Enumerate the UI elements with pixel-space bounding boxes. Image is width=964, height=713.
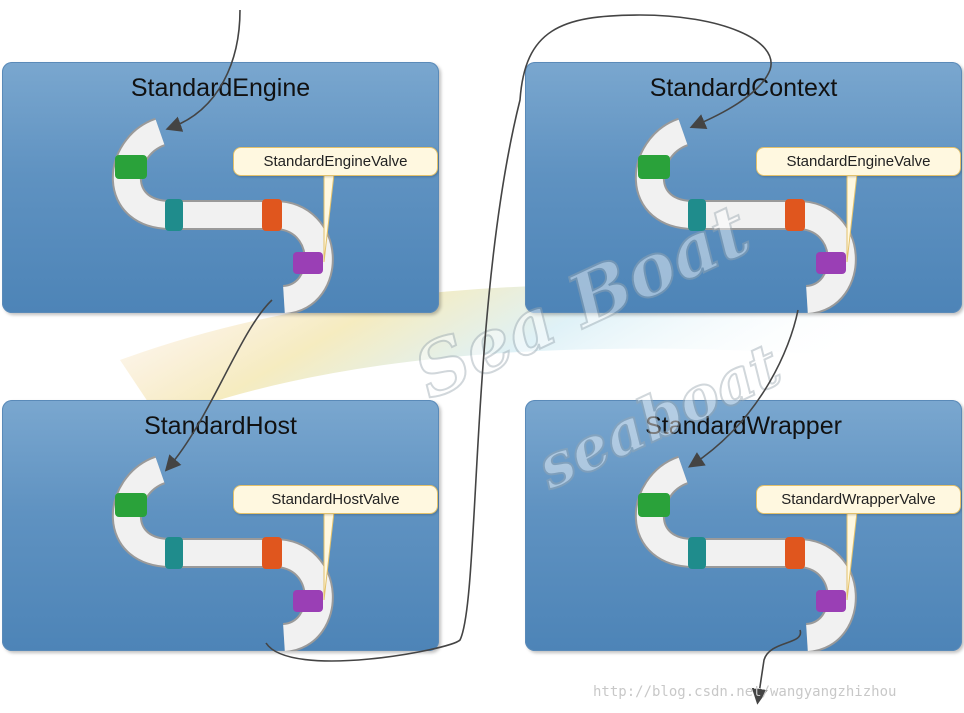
pipeline-graphic: [111, 455, 335, 651]
valve-band-green: [638, 493, 670, 517]
valve-band-purple: [816, 252, 846, 274]
watermark-url: http://blog.csdn.net/wangyangzhizhou: [593, 684, 897, 700]
pipeline-graphic: [634, 117, 858, 313]
panel-standard-context: StandardContext StandardEngineValve: [525, 62, 962, 313]
valve-band-purple: [293, 252, 323, 274]
valve-label: StandardWrapperValve: [756, 485, 961, 514]
valve-label: StandardEngineValve: [756, 147, 961, 176]
valve-band-green: [115, 493, 147, 517]
valve-label: StandardEngineValve: [233, 147, 438, 176]
valve-band-teal: [688, 537, 706, 569]
pipeline-graphic: [634, 455, 858, 651]
panel-standard-host: StandardHost StandardHostValve: [2, 400, 439, 651]
valve-band-green: [638, 155, 670, 179]
valve-band-green: [115, 155, 147, 179]
valve-band-orange: [785, 199, 805, 231]
valve-band-teal: [688, 199, 706, 231]
valve-band-purple: [293, 590, 323, 612]
pipeline-graphic: [111, 117, 335, 313]
valve-label: StandardHostValve: [233, 485, 438, 514]
panel-standard-engine: StandardEngine StandardEngineValve: [2, 62, 439, 313]
valve-band-teal: [165, 537, 183, 569]
valve-band-teal: [165, 199, 183, 231]
valve-band-orange: [262, 199, 282, 231]
valve-band-purple: [816, 590, 846, 612]
panel-standard-wrapper: StandardWrapper StandardWrapperValve: [525, 400, 962, 651]
valve-band-orange: [262, 537, 282, 569]
valve-band-orange: [785, 537, 805, 569]
